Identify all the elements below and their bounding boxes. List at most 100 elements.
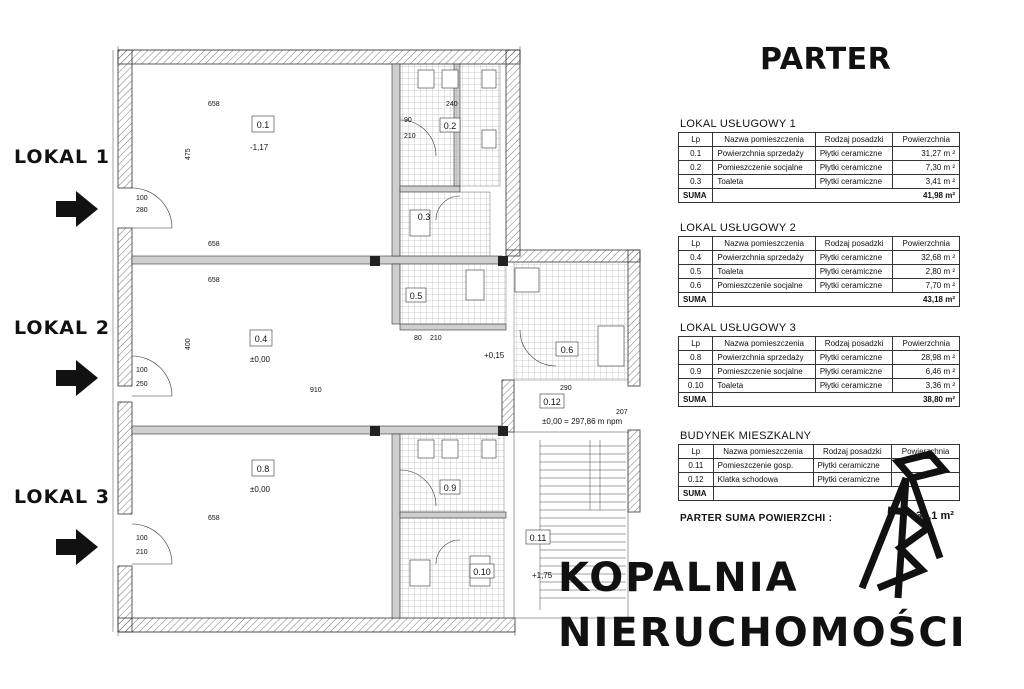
dim-label: 910 <box>310 387 322 394</box>
lokal-3-label: LOKAL 3 <box>14 486 110 508</box>
arrow-right-icon <box>56 191 98 227</box>
arrow-right-icon <box>56 529 98 565</box>
level-mark: ±0,00 <box>250 485 271 494</box>
table-cell: Płytki ceramiczne <box>814 364 894 379</box>
dim-label: 658 <box>208 515 220 522</box>
staircase <box>513 431 629 619</box>
level-mark: ±0,00 <box>250 355 271 364</box>
table-cell: 7,70 m ² <box>892 278 960 293</box>
table-cell: Płytki ceramiczne <box>814 160 894 175</box>
table-header-cell: Rodzaj posadzki <box>814 132 894 147</box>
table-cell: Pomieszczenie gosp. <box>712 458 814 473</box>
level-mark: ±0,00 = 297,86 m npm <box>542 417 623 426</box>
table-header-cell: Rodzaj posadzki <box>814 236 894 251</box>
sum-value: 41,98 m² <box>712 188 960 203</box>
table-header-cell: Powierzchnia <box>892 336 960 351</box>
table-header-cell: Nazwa pomieszczenia <box>712 336 816 351</box>
dim-label: 280 <box>136 207 148 214</box>
table-caption: LOKAL USŁUGOWY 3 <box>680 322 797 334</box>
mine-headframe-logo <box>858 450 951 599</box>
table-cell: 0.9 <box>677 364 714 379</box>
table-caption: BUDYNEK MIESZKALNY <box>680 430 812 442</box>
room-labels: 0.1 0.2 0.3 0.4 0.5 0.6 0.8 0.9 0.10 0.1… <box>136 101 628 580</box>
table-header-cell: Nazwa pomieszczenia <box>712 132 816 147</box>
table-cell: Powierzchnia sprzedaży <box>712 350 816 365</box>
room-id-label: 0.11 <box>530 533 547 543</box>
total-area-label: PARTER SUMA POWIERZCHI : <box>680 513 833 524</box>
table-cell: 0.11 <box>678 458 714 473</box>
level-mark: +1,75 <box>532 571 553 580</box>
table-caption: LOKAL USŁUGOWY 1 <box>680 118 797 130</box>
table-cell: 28,98 m ² <box>892 350 960 365</box>
table-cell: Toaleta <box>712 174 816 189</box>
dim-label: 100 <box>136 367 148 374</box>
room-id-label: 0.9 <box>444 483 457 493</box>
dim-label: 210 <box>136 549 148 556</box>
table-cell: Płytki ceramiczne <box>814 146 894 161</box>
sum-value: 43,18 m² <box>712 292 960 307</box>
fixtures <box>409 69 625 587</box>
table-header-cell: Nazwa pomieszczenia <box>712 444 814 459</box>
room-id-label: 0.8 <box>257 464 270 474</box>
dim-label: 80 <box>414 335 422 342</box>
dim-label: 290 <box>560 385 572 392</box>
brand-line-2: NIERUCHOMOŚCI <box>558 610 967 656</box>
table-cell: Płytki ceramiczne <box>814 264 894 279</box>
dim-label: 240 <box>446 101 458 108</box>
table-cell: 0.2 <box>677 160 714 175</box>
dim-label: 658 <box>208 241 220 248</box>
table-cell: Powierzchnia sprzedaży <box>712 250 816 265</box>
lokal-1-label: LOKAL 1 <box>14 146 110 168</box>
table-cell: Pomieszczenie socjalne <box>712 160 816 175</box>
room-id-label: 0.10 <box>473 567 491 577</box>
table-cell: 3,41 m ² <box>892 174 960 189</box>
sum-label: SUMA <box>677 188 714 203</box>
table-header-cell: Lp <box>677 132 714 147</box>
room-id-label: 0.5 <box>410 291 423 301</box>
table-header-cell: Rodzaj posadzki <box>814 336 894 351</box>
lokal-2-label: LOKAL 2 <box>14 317 110 339</box>
table-cell: Płytki ceramiczne <box>814 250 894 265</box>
level-mark: -1,17 <box>250 143 269 152</box>
table-cell: 7,30 m ² <box>892 160 960 175</box>
dim-label: 90 <box>404 117 412 124</box>
table-header-cell: Lp <box>677 236 714 251</box>
room-id-label: 0.3 <box>418 212 431 222</box>
exterior-walls <box>117 49 641 633</box>
table-cell: 0.1 <box>677 146 714 161</box>
dim-label: 100 <box>136 195 148 202</box>
doors <box>131 119 557 565</box>
table-cell: Płytki ceramiczne <box>814 350 894 365</box>
floor-title: PARTER <box>760 42 892 77</box>
level-mark: +0,15 <box>484 351 505 360</box>
dim-label: 658 <box>208 277 220 284</box>
table-cell: 3,36 m ² <box>892 378 960 393</box>
brand-line-1: KOPALNIA <box>558 555 799 601</box>
sum-label: SUMA <box>677 292 714 307</box>
dim-label: 210 <box>404 133 416 140</box>
table-cell: 0.5 <box>677 264 714 279</box>
floor-plan: 0.1 0.2 0.3 0.4 0.5 0.6 0.8 0.9 0.10 0.1… <box>112 46 641 636</box>
table-cell: Toaleta <box>712 264 816 279</box>
sum-label: SUMA <box>677 392 714 407</box>
table-cell: 0.6 <box>677 278 714 293</box>
arrow-right-icon <box>56 360 98 396</box>
table-cell: 0.10 <box>677 378 714 393</box>
table-cell: Pomieszczenie socjalne <box>712 278 816 293</box>
dim-label: 210 <box>430 335 442 342</box>
room-id-label: 0.1 <box>257 120 270 130</box>
